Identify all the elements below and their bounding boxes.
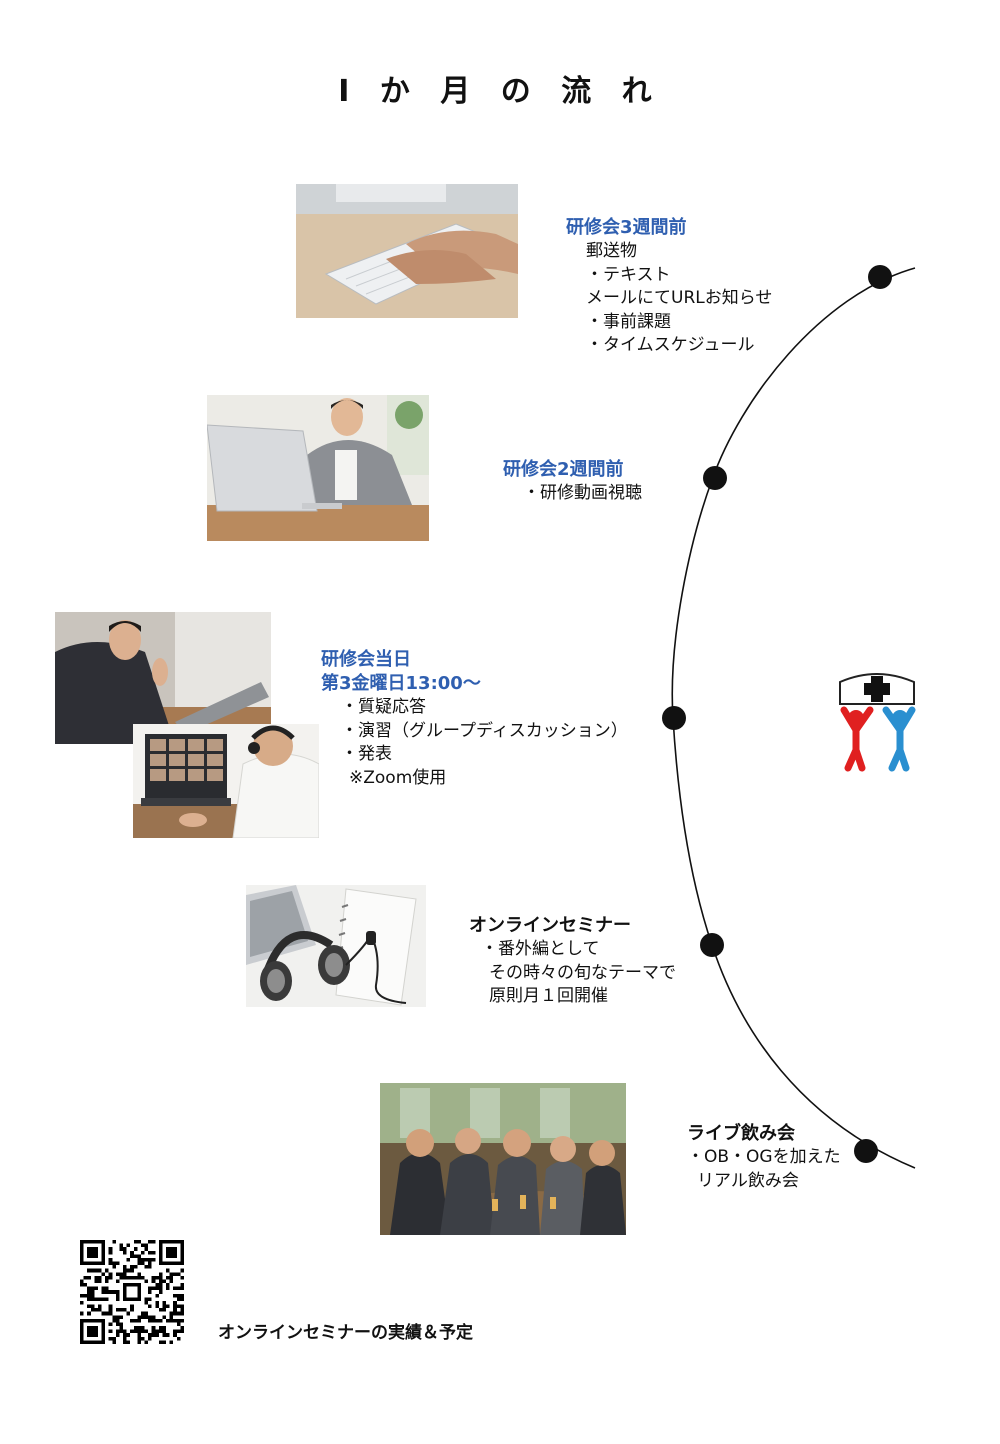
step-live-drinking-party: ライブ飲み会 ・OB・OGを加えた リアル飲み会 <box>687 1122 841 1193</box>
step-line: ・テキスト <box>586 264 671 285</box>
page-title: I か 月 の 流 れ <box>338 74 662 109</box>
photo-man-laptop <box>207 395 429 541</box>
step-2-weeks-before: 研修会2週間前 ・研修動画視聴 <box>503 458 642 506</box>
step-line: ・タイムスケジュール <box>586 335 755 355</box>
step-line: メールにてURLお知らせ <box>586 288 773 308</box>
step-heading: 研修会2週間前 <box>503 459 624 480</box>
step-heading: 研修会3週間前 <box>566 217 687 238</box>
step-line: ・事前課題 <box>586 311 671 332</box>
step-online-seminar: オンラインセミナー ・番外編として その時々の旬なテーマで 原則月１回開催 <box>469 914 676 1009</box>
photo-keyboard <box>296 184 518 318</box>
step-line: ・質疑応答 <box>341 697 426 717</box>
step-seminar-day: 研修会当日 第3金曜日13:00～ ・質疑応答 ・演習（グループディスカッション… <box>321 648 628 790</box>
timeline-dot-1 <box>868 265 892 289</box>
step-heading: 研修会当日 <box>321 649 411 670</box>
step-line: ※Zoom使用 <box>349 767 447 788</box>
step-line: 郵送物 <box>586 241 637 261</box>
step-line: ・研修動画視聴 <box>523 483 642 503</box>
step-heading-schedule: 第3金曜日13:00～ <box>321 673 481 694</box>
step-line: ・OB・OGを加えた <box>687 1147 841 1167</box>
step-heading: ライブ飲み会 <box>687 1123 795 1144</box>
photo-drinking-party <box>380 1083 626 1235</box>
step-line: ・発表 <box>341 744 392 764</box>
step-line: リアル飲み会 <box>697 1170 799 1191</box>
step-line: ・番外編として <box>481 939 600 959</box>
step-line: その時々の旬なテーマで <box>489 962 676 983</box>
footer-caption: オンラインセミナーの実績＆予定 <box>218 1323 473 1343</box>
timeline-dot-5 <box>854 1139 878 1163</box>
qr-code-icon[interactable] <box>80 1240 184 1344</box>
hospital-teamwork-icon <box>834 668 920 774</box>
timeline-dot-4 <box>700 933 724 957</box>
step-heading: オンラインセミナー <box>469 915 631 936</box>
step-3-weeks-before: 研修会3週間前 郵送物 ・テキスト メールにてURLお知らせ ・事前課題 ・タイ… <box>566 216 772 358</box>
step-line: 原則月１回開催 <box>489 986 608 1006</box>
timeline-dot-3 <box>662 706 686 730</box>
timeline-dot-2 <box>703 466 727 490</box>
photo-headset-meeting <box>133 724 319 838</box>
photo-headphones <box>246 885 426 1007</box>
step-line: ・演習（グループディスカッション） <box>341 720 628 741</box>
